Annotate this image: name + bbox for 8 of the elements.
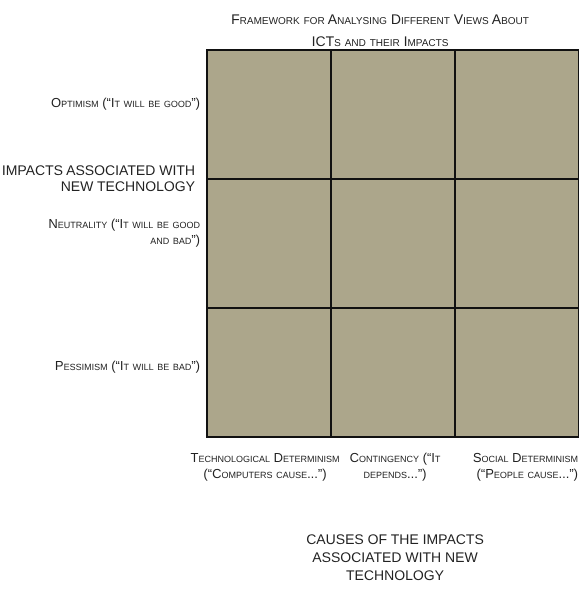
column-label: Technological Determinism (“Computers cause...”) xyxy=(190,450,340,482)
row-label: Pessimism (“It will be bad”) xyxy=(54,358,200,374)
row-label: Neutrality (“It will be good and bad”) xyxy=(47,216,200,248)
axis-title: CAUSES OF THE IMPACTS ASSOCIATED WITH NEW TECHNOLOGY xyxy=(305,530,485,584)
chart-title: Framework for Analysing Different Views About ICTs and their Impacts xyxy=(230,10,530,51)
column-label: Social Determinism (“People cause...”) xyxy=(472,450,578,482)
axis-title: IMPACTS ASSOCIATED WITH NEW TECHNOLOGY xyxy=(0,162,195,194)
row-label: Optimism (“It will be good”) xyxy=(50,95,200,111)
